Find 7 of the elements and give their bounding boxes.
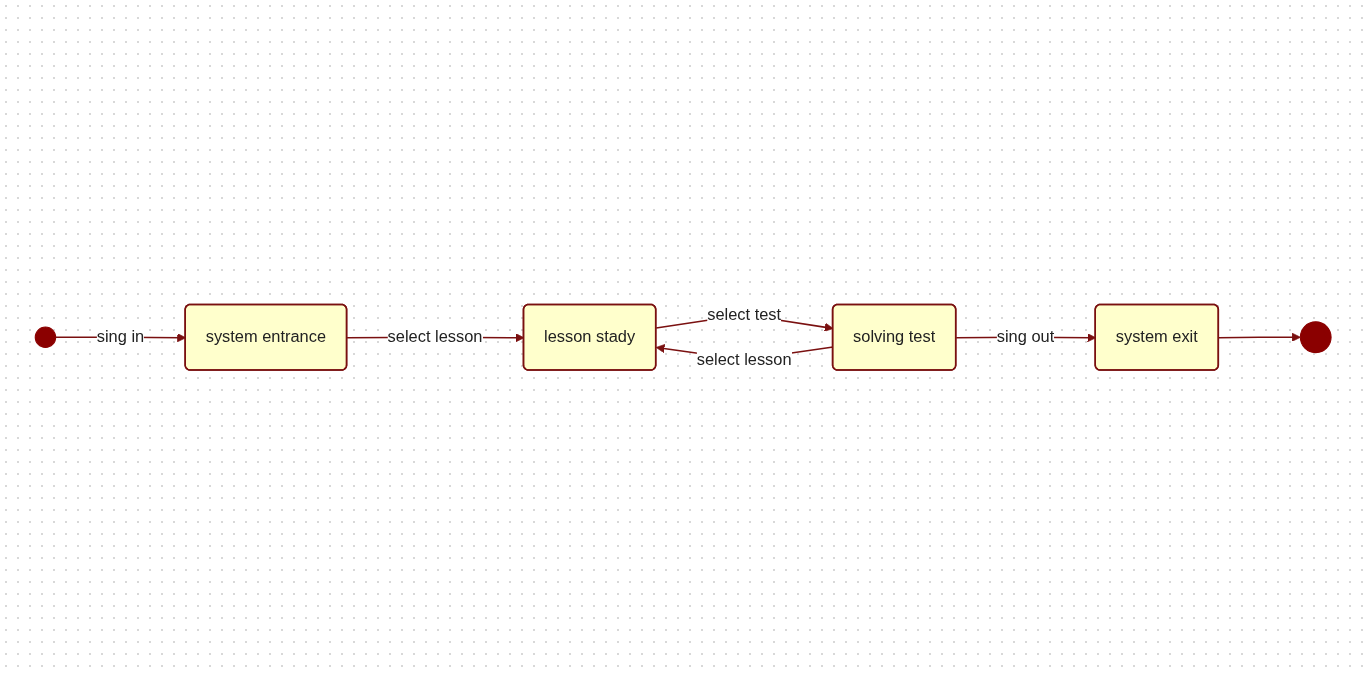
node-circle [1300,321,1332,354]
edge-label: select lesson [387,328,483,346]
edge-label: sing in [97,328,145,346]
edge-label: select lesson [697,350,792,369]
edge-label: select test [707,305,782,324]
edge-label: sing out [997,328,1055,346]
node-circle [35,326,57,349]
